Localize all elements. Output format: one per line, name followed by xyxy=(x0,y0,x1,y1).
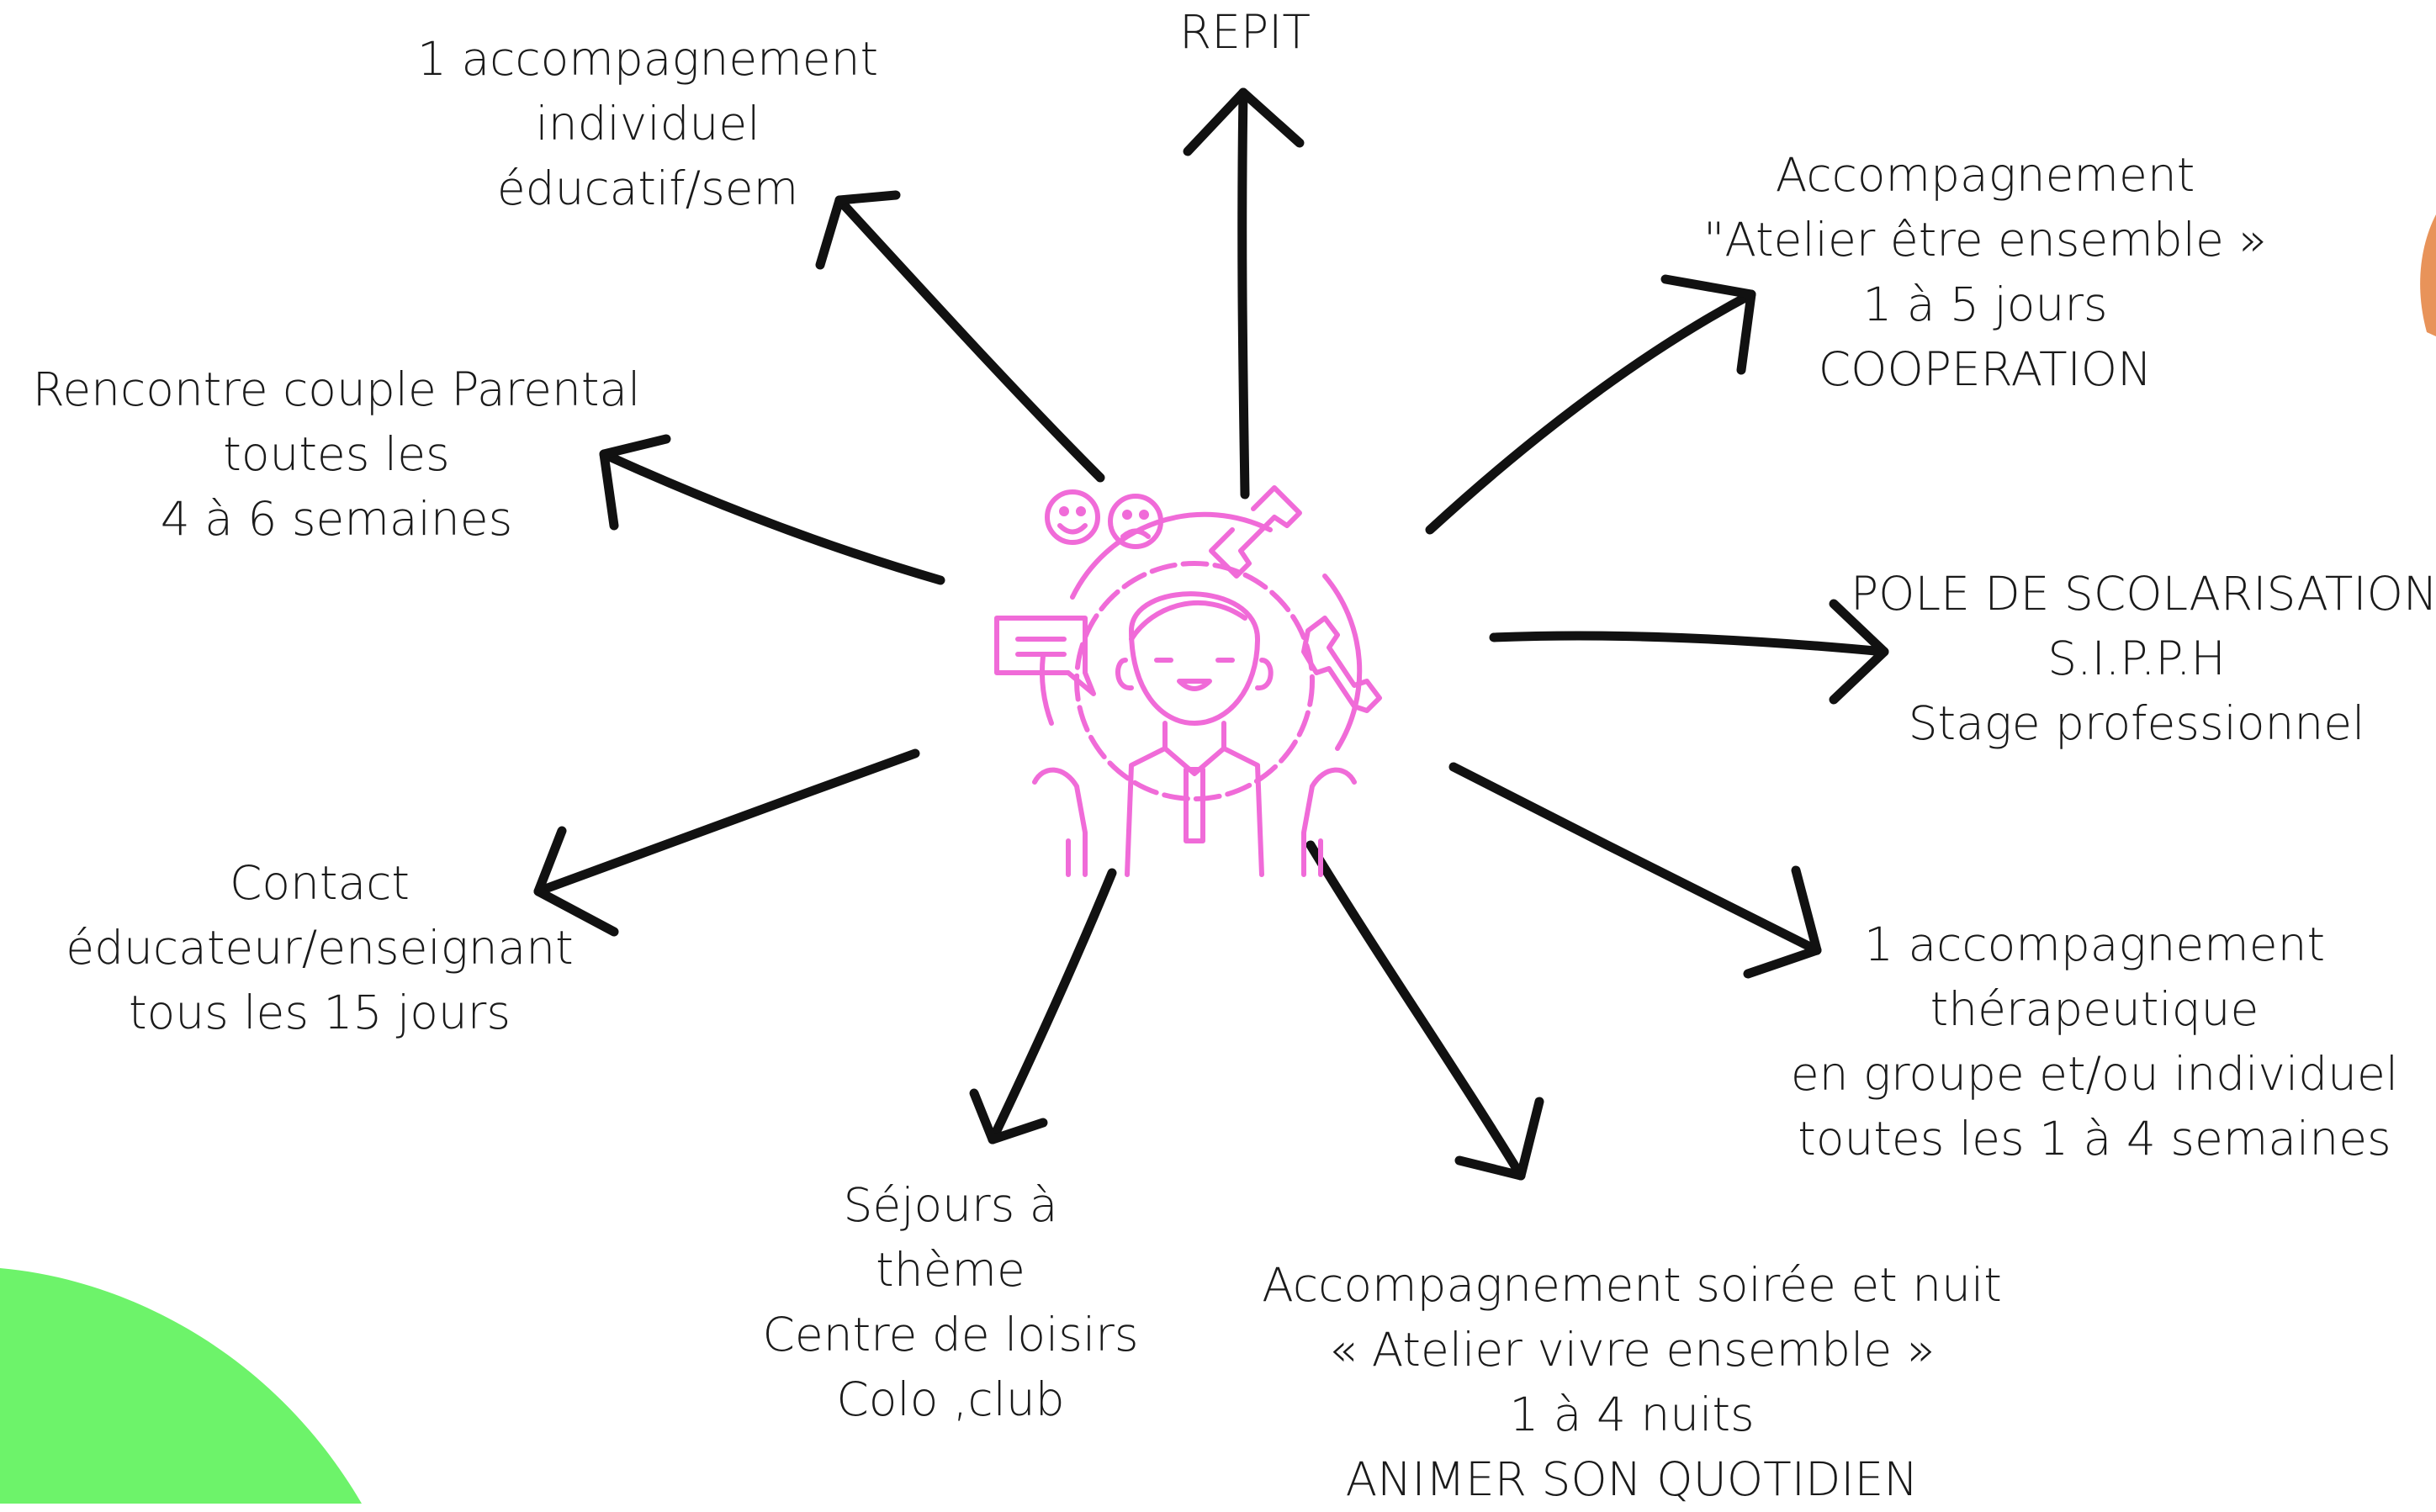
arrow-atelier-vivre xyxy=(1305,840,1544,1181)
label-pole-scolarisation: POLE DE SCOLARISATION S.I.P.P.H Stage pr… xyxy=(1851,567,2436,750)
arrow-therapeutique xyxy=(1448,762,1822,979)
arrow-atelier-etre xyxy=(1425,274,1756,535)
arrow-scolarisation xyxy=(1489,599,1889,705)
label-accompagnement-individuel: 1 accompagnement individuel éducatif/sem xyxy=(416,32,879,215)
arrow-accompagnement-individuel xyxy=(815,190,1105,483)
label-accompagnement-therapeutique: 1 accompagnement thérapeutique en groupe… xyxy=(1790,917,2399,1166)
arrow-rencontre xyxy=(599,434,945,585)
arrow-repit xyxy=(1183,87,1305,500)
label-repit: REPIT xyxy=(1179,5,1311,59)
label-rencontre-couple: Rencontre couple Parental toutes les 4 à… xyxy=(32,362,641,546)
support-person-icon xyxy=(994,485,1382,877)
label-sejours: Séjours à thème Centre de loisirs Colo ,… xyxy=(762,1178,1139,1426)
arrow-sejours xyxy=(969,868,1117,1145)
label-atelier-etre-ensemble: Accompagnement "Atelier être ensemble » … xyxy=(1703,148,2267,396)
label-contact-educateur: Contact éducateur/enseignant tous les 15… xyxy=(66,856,574,1039)
label-atelier-vivre-ensemble: Accompagnement soirée et nuit « Atelier … xyxy=(1262,1258,2002,1506)
arrow-contact xyxy=(533,748,920,937)
